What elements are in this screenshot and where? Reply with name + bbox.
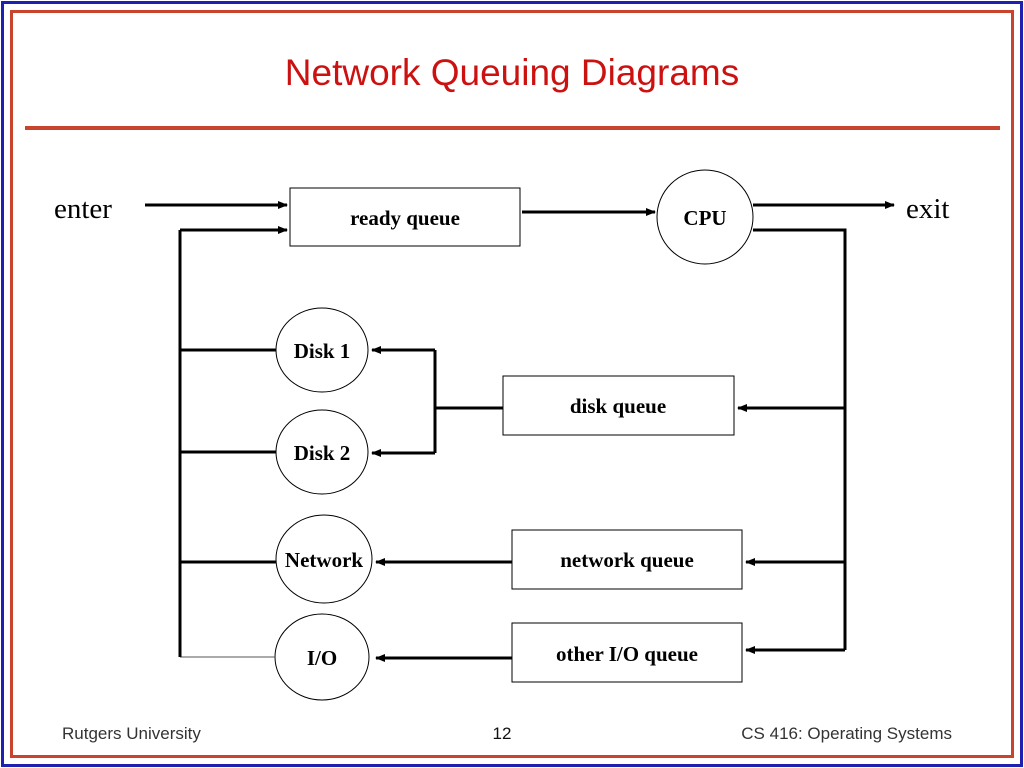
disk1-label: Disk 1 xyxy=(294,339,351,363)
network-label: Network xyxy=(285,548,363,572)
other-io-queue-box xyxy=(511,622,743,683)
disk2-label: Disk 2 xyxy=(294,441,351,465)
other-io-queue-label: other I/O queue xyxy=(556,642,698,666)
ready-queue-box xyxy=(289,187,521,247)
ready-queue-label: ready queue xyxy=(350,206,460,230)
network-circle xyxy=(275,514,373,604)
disk-queue-label: disk queue xyxy=(570,394,666,418)
footer-course: CS 416: Operating Systems xyxy=(741,724,952,743)
title-divider xyxy=(25,126,1000,130)
cpu-circle xyxy=(656,169,754,265)
exit-label: exit xyxy=(906,193,950,225)
cpu-label: CPU xyxy=(683,206,726,230)
enter-label: enter xyxy=(54,193,112,225)
footer-page-number: 12 xyxy=(492,724,512,743)
cpu-return-line xyxy=(753,228,847,650)
network-queue-label: network queue xyxy=(560,548,694,572)
inner-frame xyxy=(10,10,1014,758)
footer-institution: Rutgers University xyxy=(62,724,201,743)
disk-queue-box xyxy=(502,375,735,436)
slide-title: Network Queuing Diagrams xyxy=(284,52,740,93)
io-label: I/O xyxy=(307,646,337,670)
network-queue-box xyxy=(511,529,743,590)
